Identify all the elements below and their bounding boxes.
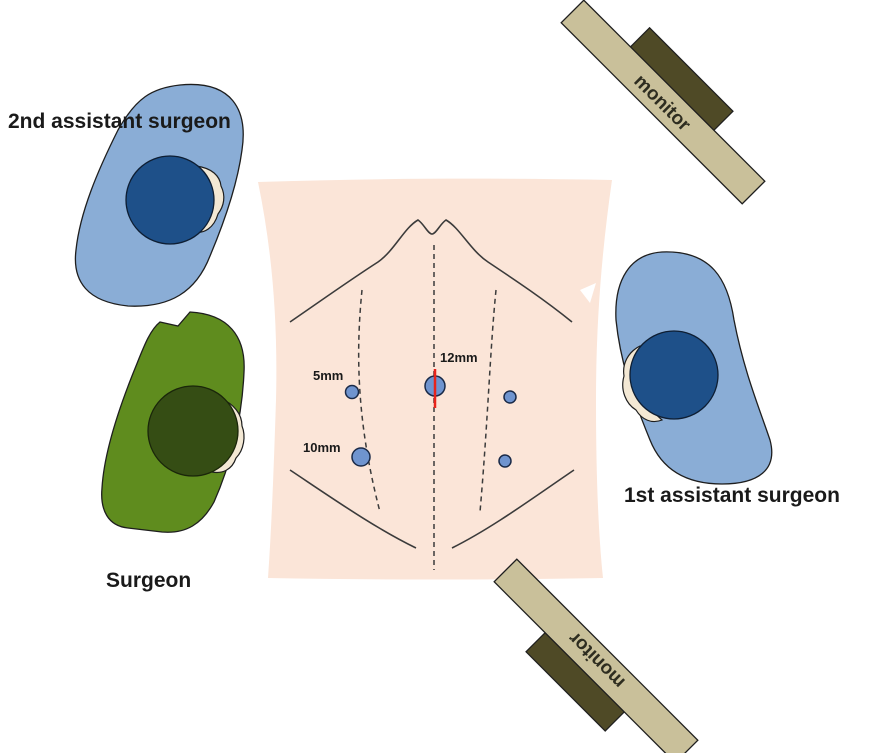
surgeon-figure (102, 312, 244, 532)
second-assistant-head (126, 156, 214, 244)
port-12mm-label: 12mm (440, 350, 478, 365)
first-assistant-figure (580, 252, 772, 484)
surgeon-label: Surgeon (106, 569, 191, 592)
surgeon-head (148, 386, 238, 476)
port-right-upper-circle (504, 391, 516, 403)
port-10mm-circle (352, 448, 370, 466)
port-10mm-label: 10mm (303, 440, 341, 455)
first-assistant-label: 1st assistant surgeon (624, 484, 840, 507)
port-5mm-label: 5mm (313, 368, 343, 383)
first-assistant-head (630, 331, 718, 419)
second-assistant-label: 2nd assistant surgeon (8, 110, 231, 133)
monitor-top: monitor (561, 0, 784, 204)
port-right-lower-circle (499, 455, 511, 467)
monitor-bottom: monitor (475, 559, 698, 753)
port-5mm-circle (346, 386, 359, 399)
